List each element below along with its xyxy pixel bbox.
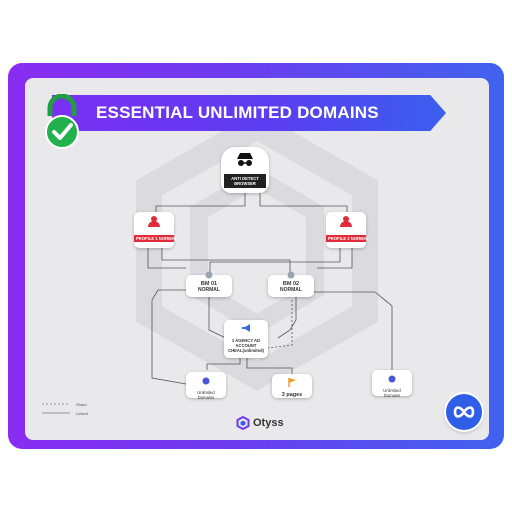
profile-1-node: PROFILE 1 NORMAL (134, 212, 178, 248)
brand-logo: Otyss (236, 416, 284, 430)
globe-icon (202, 377, 210, 385)
user-group-icon (287, 271, 295, 279)
bm-01-status: NORMAL (198, 287, 220, 293)
agency-label-1: 1 AGENCY AD (231, 338, 261, 343)
anti-detect-browser-node: ANTI DETECT BROWSER (221, 147, 269, 193)
otyss-logo-icon (236, 416, 250, 430)
profile-2-node: PROFILE 2 NORMAL (326, 212, 370, 248)
profile-2-label: PROFILE 2 NORMAL (326, 235, 370, 242)
anti-detect-browser-label: ANTI DETECT BROWSER (224, 174, 266, 188)
unlimited-domains-left-node: Unlimited Domains (186, 372, 226, 400)
title-banner (52, 95, 446, 131)
bm-02-status: NORMAL (280, 287, 302, 293)
domains-right-label-1: Unlimited (383, 388, 401, 393)
agency-label-2: ACCOUNT (235, 343, 257, 348)
legend-linked-label: Linked (76, 411, 88, 416)
globe-icon (388, 375, 396, 383)
brand-name: Otyss (253, 417, 284, 429)
agency-label-3: CHEAL(unlimited) (228, 348, 264, 353)
flag-icon (288, 378, 296, 387)
pages-label: 3 pages (281, 392, 303, 398)
megaphone-icon (242, 324, 250, 332)
bm-01-label: BM 01 (200, 281, 218, 287)
meta-badge (446, 394, 482, 430)
bm-01-node: BM 01 NORMAL (186, 271, 232, 297)
domains-left-label-1: Unlimited (197, 390, 215, 395)
user-icon (148, 216, 160, 227)
unlimited-domains-right-node: Unlimited Domains (372, 370, 412, 398)
agency-ad-account-node: 1 AGENCY AD ACCOUNT CHEAL(unlimited) (224, 320, 268, 358)
meta-infinity-icon (453, 406, 475, 418)
pages-node: 3 pages (272, 374, 312, 398)
user-group-icon (205, 271, 213, 279)
bm-02-label: BM 02 (282, 281, 300, 287)
page-title: ESSENTIAL UNLIMITED DOMAINS (96, 103, 379, 122)
profile-1-label: PROFILE 1 NORMAL (134, 235, 178, 242)
lock-check-icon (45, 94, 79, 149)
user-icon (340, 216, 352, 227)
domains-left-label-2: Domains (197, 395, 215, 400)
spy-icon (237, 153, 253, 166)
legend-share-label: Share (76, 402, 87, 407)
bm-02-node: BM 02 NORMAL (268, 271, 314, 297)
domains-right-label-2: Domains (383, 393, 401, 398)
